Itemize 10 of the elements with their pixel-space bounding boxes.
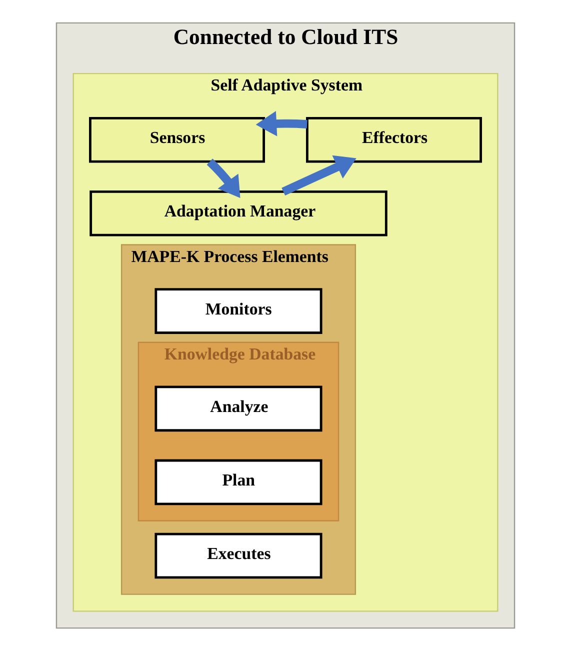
node-box: Effectors <box>306 116 482 163</box>
node-box: Monitors <box>154 288 322 334</box>
arrow <box>255 110 307 136</box>
node-box: Adaptation Manager <box>89 190 387 236</box>
node-box: Sensors <box>88 116 264 163</box>
node-box: Plan <box>154 459 322 506</box>
node-box: Analyze <box>154 386 322 432</box>
arrow <box>206 158 240 198</box>
arrow <box>281 155 356 196</box>
node-box: Executes <box>154 532 322 579</box>
